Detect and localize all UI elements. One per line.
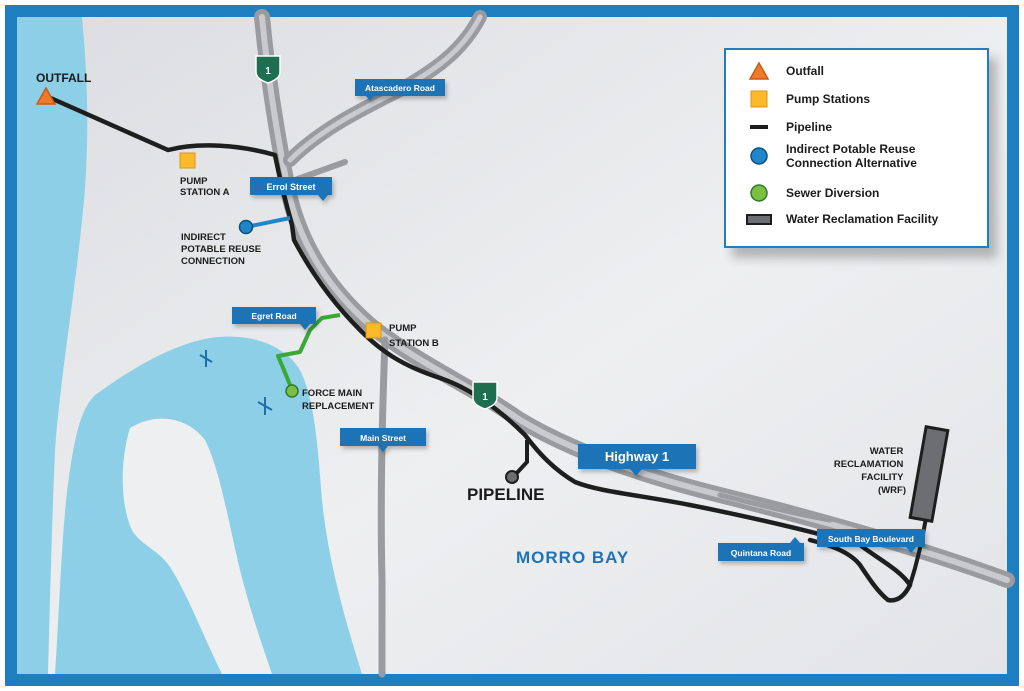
- legend-label: Outfall: [786, 64, 824, 78]
- svg-text:Egret Road: Egret Road: [251, 311, 296, 321]
- pipeline-route: [43, 93, 913, 603]
- label-outfall: OUTFALL: [36, 71, 91, 85]
- pier-marker: [257, 397, 273, 415]
- label-pipeline: PIPELINE: [467, 485, 544, 504]
- svg-text:Atascadero Road: Atascadero Road: [365, 83, 435, 93]
- sand-spit: [122, 418, 272, 674]
- sewer-diversion-line: [276, 313, 341, 391]
- blue-circle-icon: [746, 145, 772, 167]
- gray-rectangle-icon: [746, 208, 772, 230]
- label-wrf: WATER RECLAMATION FACILITY (WRF): [834, 446, 906, 496]
- harbor-channel: [100, 395, 125, 440]
- legend-item-wrf: Water Reclamation Facility: [746, 208, 938, 230]
- outfall-marker: [35, 86, 57, 105]
- legend-item-pipeline: Pipeline: [746, 116, 832, 138]
- sign-egret-road: Egret Road: [232, 307, 316, 330]
- pipeline-wrf-link: [908, 517, 928, 586]
- svg-text:Highway 1: Highway 1: [605, 449, 669, 464]
- legend-label: Water Reclamation Facility: [786, 212, 939, 226]
- legend-item-ipr-connection: Indirect Potable Reuse Connection Altern…: [746, 142, 917, 170]
- legend-label: Sewer Diversion: [786, 186, 880, 200]
- label-ipr-connection: INDIRECT POTABLE REUSE CONNECTION: [181, 232, 264, 267]
- pump-station-a-marker: [179, 152, 196, 169]
- sign-atascadero-road: Atascadero Road: [355, 79, 445, 101]
- pier-marker: [199, 350, 213, 367]
- label-pump-station-b: PUMP STATION B: [389, 323, 439, 349]
- svg-text:1: 1: [482, 392, 488, 403]
- main-street-road: [377, 336, 389, 678]
- orange-triangle-icon: [746, 60, 772, 82]
- svg-text:Quintana Road: Quintana Road: [731, 548, 791, 558]
- label-pump-station-a: PUMP STATION A: [180, 176, 230, 198]
- legend-label: Pipeline: [786, 120, 833, 134]
- yellow-square-icon: [746, 88, 772, 110]
- svg-text:Main Street: Main Street: [360, 433, 406, 443]
- legend-label: Indirect Potable Reuse Connection Altern…: [786, 142, 917, 170]
- green-circle-icon: [746, 182, 772, 204]
- force-main-marker: [285, 384, 299, 398]
- pipeline-end-marker: [505, 470, 519, 484]
- svg-text:1: 1: [265, 66, 271, 77]
- label-force-main: FORCE MAIN REPLACEMENT: [302, 388, 375, 412]
- legend-item-sewer-diversion: Sewer Diversion: [746, 182, 879, 204]
- sign-quintana-road: Quintana Road: [718, 537, 804, 561]
- map-legend: Outfall Pump Stations Pipeline Indirect …: [724, 48, 989, 248]
- legend-item-outfall: Outfall: [746, 60, 824, 82]
- sign-highway-1: Highway 1: [578, 444, 696, 476]
- sign-main-street: Main Street: [340, 428, 426, 452]
- pipeline-stub: [512, 440, 529, 478]
- legend-label: Pump Stations: [786, 92, 871, 106]
- ipr-connection-marker: [238, 219, 254, 235]
- highway-shield-north: 1: [255, 55, 281, 84]
- svg-text:South Bay Boulevard: South Bay Boulevard: [828, 534, 914, 544]
- label-morro-bay: MORRO BAY: [516, 548, 629, 567]
- sign-errol-street: Errol Street: [250, 177, 332, 201]
- black-line-icon: [746, 116, 772, 138]
- quintana-connector: [717, 492, 833, 523]
- legend-item-pump-stations: Pump Stations: [746, 88, 870, 110]
- ocean-water: [17, 17, 88, 674]
- sign-south-bay-boulevard: South Bay Boulevard: [817, 529, 925, 553]
- pump-station-b-marker: [365, 322, 382, 339]
- ipr-connection-line: [245, 216, 291, 229]
- highway-shield-south: 1: [472, 381, 498, 410]
- wrf-marker: [908, 425, 950, 523]
- svg-text:Errol Street: Errol Street: [266, 182, 315, 192]
